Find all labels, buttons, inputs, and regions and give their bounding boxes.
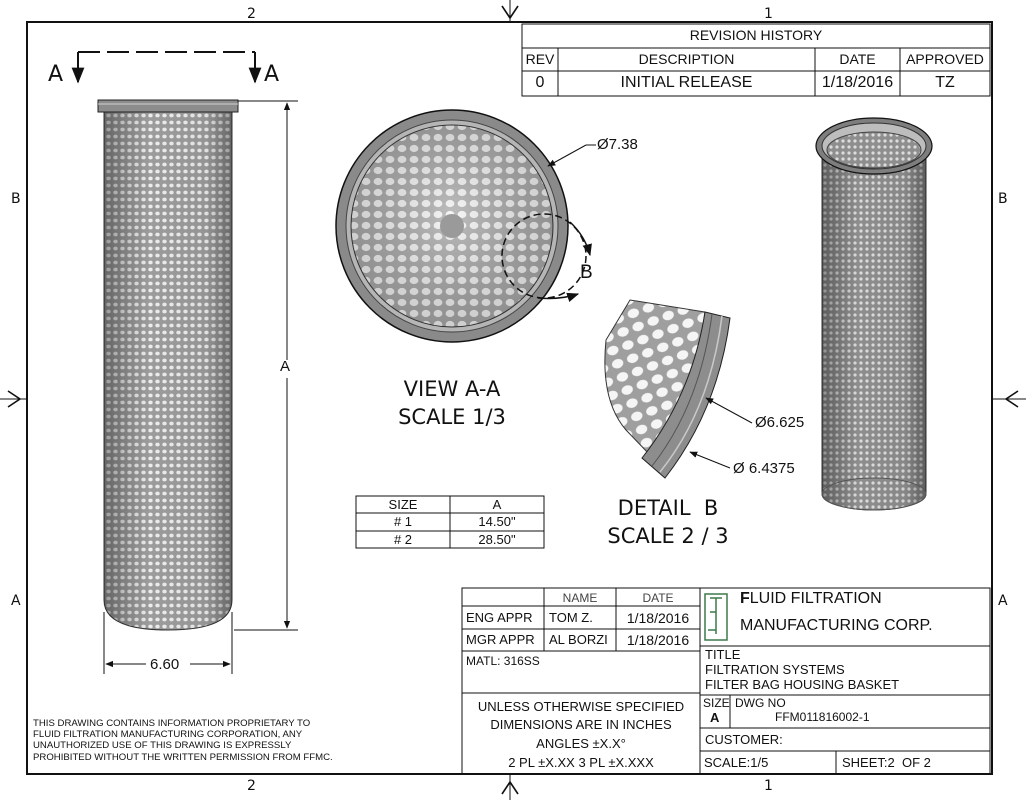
tb-company-line2: MANUFACTURING CORP. [740, 617, 933, 634]
tb-company-line1: FLUID FILTRATION [740, 590, 882, 608]
tb-mgr-name: AL BORZI [549, 632, 608, 647]
tb-header-name: NAME [562, 591, 598, 605]
proprietary-note: THIS DRAWING CONTAINS INFORMATION PROPRI… [33, 718, 333, 763]
view-aa-title: VIEW A-A [403, 377, 501, 401]
proprietary-line-2: FLUID FILTRATION MANUFACTURING CORPORATI… [33, 729, 303, 741]
zone-label-top-1: 1 [764, 6, 773, 22]
zone-label-right-b: B [998, 191, 1008, 207]
tb-eng-date: 1/18/2016 [626, 610, 690, 626]
tb-scale: SCALE:1/5 [704, 755, 769, 770]
view-dia-leader [547, 144, 596, 167]
proprietary-line-1: THIS DRAWING CONTAINS INFORMATION PROPRI… [33, 718, 311, 729]
revision-title: REVISION HISTORY [689, 27, 823, 43]
revision-header-date: DATE [839, 51, 876, 67]
proprietary-line-3: UNAUTHORIZED USE OF THIS DRAWING IS EXPR… [33, 740, 292, 752]
zone-label-bottom-1: 1 [764, 778, 773, 794]
height-dimension [234, 100, 298, 631]
title-block-grid [461, 587, 991, 775]
zone-label-bottom-2: 2 [247, 778, 256, 794]
size-table-row1-a: 14.50" [478, 514, 516, 529]
tb-eng-label: ENG APPR [466, 610, 533, 625]
detail-marker-label: B [580, 262, 593, 283]
section-label-left: A [48, 62, 64, 87]
size-table-row2-a: 28.50" [478, 532, 516, 547]
proprietary-line-4: PROHIBITED WITHOUT THE WRITTEN PERMISSIO… [33, 751, 333, 763]
zone-label-left-a: A [11, 593, 21, 609]
tb-size-label: SIZE [703, 696, 730, 710]
revision-row-rev: 0 [535, 74, 545, 91]
tb-company-rest: LUID FILTRATION [749, 590, 882, 607]
view-aa-scale: SCALE 1/3 [398, 405, 506, 429]
tb-dwg-label: DWG NO [735, 696, 786, 710]
height-dim-label: A [280, 358, 291, 375]
detail-b-view [604, 299, 731, 479]
size-table-row2-size: # 2 [393, 532, 413, 547]
revision-header-description: DESCRIPTION [638, 51, 735, 67]
tb-tolerance-line4: 2 PL ±X.XX 3 PL ±X.XXX [508, 755, 654, 770]
detail-callout [501, 213, 592, 302]
section-cut-line [71, 51, 262, 84]
detail-b-scale: SCALE 2 / 3 [607, 524, 729, 548]
tb-dwg-value: FFM011816002-1 [775, 710, 870, 724]
detail-b-title: DETAIL B [617, 496, 719, 520]
revision-header-approved: APPROVED [906, 51, 984, 67]
centering-arrows [7, 5, 1019, 795]
tb-mgr-label: MGR APPR [466, 632, 535, 647]
company-logo [704, 593, 728, 641]
tb-sheet: SHEET:2 OF 2 [842, 755, 931, 770]
detail-leaders [689, 397, 753, 469]
detail-inner-dia-label: Ø 6.4375 [733, 460, 795, 477]
view-aa-circle [335, 109, 569, 343]
tb-header-date: DATE [642, 591, 674, 605]
diameter-dim-label: 6.60 [150, 656, 180, 673]
revision-header-rev: REV [525, 51, 555, 67]
tb-title-line2: FILTER BAG HOUSING BASKET [705, 677, 900, 692]
tb-eng-name: TOM Z. [549, 610, 593, 625]
revision-row-date: 1/18/2016 [821, 74, 894, 91]
zone-label-right-a: A [998, 593, 1008, 609]
tb-tolerance-line1: UNLESS OTHERWISE SPECIFIED [477, 699, 685, 714]
basket-side-view [97, 99, 239, 631]
tb-tolerance-line3: ANGLES ±X.X° [536, 736, 626, 751]
size-table-row1-size: # 1 [393, 514, 413, 529]
tb-mgr-date: 1/18/2016 [626, 632, 690, 648]
zone-label-top-2: 2 [247, 6, 256, 22]
zone-label-left-b: B [11, 191, 21, 207]
tb-title-label: TITLE [705, 647, 741, 662]
basket-iso-view [815, 117, 933, 511]
detail-outer-dia-label: Ø6.625 [755, 414, 805, 431]
size-table-grid [355, 495, 545, 549]
revision-row-approved: TZ [935, 74, 955, 91]
tb-title-line1: FILTRATION SYSTEMS [705, 662, 845, 677]
revision-row-description: INITIAL RELEASE [620, 74, 753, 91]
revision-table-grid [521, 23, 991, 97]
tb-company-initial: F [740, 590, 750, 607]
tb-size-value: A [710, 710, 720, 725]
tb-material: MATL: 316SS [466, 654, 540, 668]
size-table-header-a: A [492, 497, 502, 512]
tb-tolerance-line2: DIMENSIONS ARE IN INCHES [490, 717, 672, 732]
section-label-right: A [264, 62, 280, 87]
size-table-header-size: SIZE [388, 497, 418, 512]
view-dia-label: Ø7.38 [597, 136, 638, 153]
diameter-dimension [103, 612, 233, 674]
tb-customer-label: CUSTOMER: [705, 732, 783, 747]
